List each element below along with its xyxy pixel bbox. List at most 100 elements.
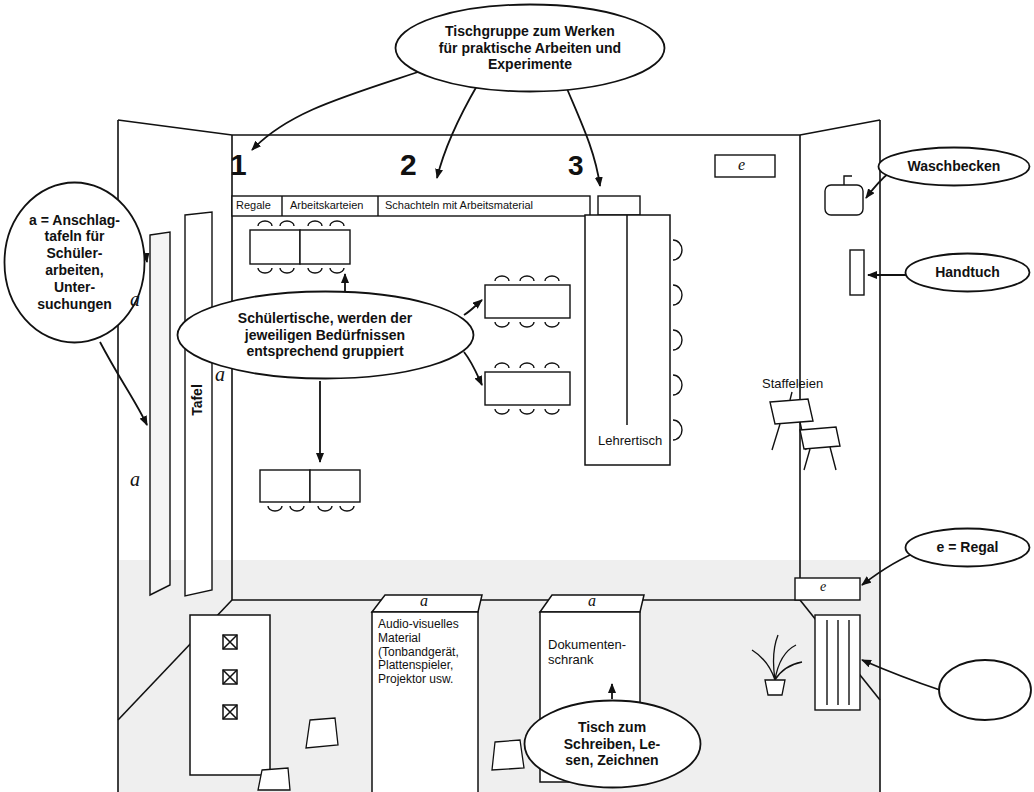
board-letter: a xyxy=(215,363,225,386)
cabinet-label: Dokumenten- schrank xyxy=(548,638,638,668)
easel-label: Staffeleien xyxy=(762,377,823,392)
callout-bubble: a = Anschlag- tafeln für Schüler- arbeit… xyxy=(3,181,146,344)
easels xyxy=(800,427,840,449)
area-number: 1 xyxy=(230,148,247,183)
leader-arrows xyxy=(565,84,600,186)
floor-chairs xyxy=(492,740,524,770)
room-walls xyxy=(118,120,232,135)
right-wall-furniture xyxy=(795,578,860,600)
bubble-text: Schülertische, werden der jeweiligen Bed… xyxy=(223,310,428,360)
area-number: 2 xyxy=(400,148,417,183)
student-desks xyxy=(485,285,570,318)
right-wall-furniture xyxy=(815,615,860,710)
av-cabinet xyxy=(372,595,482,792)
leader-arrows xyxy=(862,660,940,690)
floor-chairs xyxy=(306,718,338,748)
bubble-outline xyxy=(906,253,1030,291)
leader-arrows xyxy=(252,68,430,150)
teacher-desk xyxy=(585,215,670,465)
room-walls xyxy=(799,135,801,600)
sink-and-towel xyxy=(850,250,864,295)
board-label: Tafel xyxy=(189,384,205,416)
bubble-text-box: Tischgruppe zum Werken für praktische Ar… xyxy=(438,23,623,73)
leader-arrows xyxy=(464,352,482,385)
left-cabinet xyxy=(223,705,237,719)
leader-arrows xyxy=(866,172,890,198)
shelf-label: Schachteln mit Arbeitsmaterial xyxy=(385,199,533,212)
sink-and-towel xyxy=(825,176,864,295)
wall-boards xyxy=(150,212,212,596)
room-walls xyxy=(232,134,800,136)
leader-arrows xyxy=(437,84,478,178)
student-desks xyxy=(260,470,310,502)
bubble-text-box: Handtuch xyxy=(928,264,1008,281)
callout-bubble: e = Regal xyxy=(904,527,1031,568)
bubble-text: e = Regal xyxy=(928,539,1008,556)
right-wall-furniture xyxy=(827,620,849,705)
leader-arrows xyxy=(464,300,482,315)
bubble-text-box: Tisch zum Schreiben, Le- sen, Zeichnen xyxy=(553,719,671,769)
room-walls xyxy=(879,120,881,792)
wall-boards xyxy=(185,212,212,596)
sink-and-towel xyxy=(844,176,852,185)
left-cabinet xyxy=(223,635,237,649)
room-walls xyxy=(118,120,880,792)
sink-and-towel xyxy=(825,185,863,215)
shelf-band xyxy=(598,196,640,215)
bubble-text-box: a = Anschlag- tafeln für Schüler- arbeit… xyxy=(29,212,121,313)
teacher-desk xyxy=(585,215,670,465)
student-desks xyxy=(250,230,300,264)
bubble-outline xyxy=(396,5,665,92)
easels xyxy=(770,399,813,424)
student-desks xyxy=(485,372,570,405)
shelf-band xyxy=(377,196,378,216)
bubble-text: Waschbecken xyxy=(904,158,1004,175)
chairs xyxy=(268,506,354,511)
plant xyxy=(765,680,785,695)
wall-boards xyxy=(150,232,170,595)
left-cabinet xyxy=(190,615,270,775)
shelf-band xyxy=(715,155,775,177)
easels xyxy=(772,392,806,450)
bubble-text: Tisch zum Schreiben, Le- sen, Zeichnen xyxy=(553,719,671,769)
leader-arrows xyxy=(100,68,940,699)
bubble-text: Handtuch xyxy=(928,264,1008,281)
student-desks xyxy=(300,230,350,264)
callout-bubble: Waschbecken xyxy=(877,146,1031,187)
shelf-label: Arbeitskarteien xyxy=(290,199,363,212)
shelf-band xyxy=(232,155,775,216)
floor-chairs xyxy=(258,718,524,790)
easels xyxy=(804,447,836,470)
bubble-text-box: e = Regal xyxy=(928,539,1008,556)
empty-bubble xyxy=(939,660,1031,720)
bubble-outline xyxy=(524,701,700,788)
leader-arrows xyxy=(344,274,346,291)
student-desks xyxy=(310,470,360,502)
chairs xyxy=(495,322,559,327)
board-letter: a xyxy=(588,592,596,610)
shelf-band xyxy=(232,196,590,216)
left-cabinet xyxy=(190,615,270,775)
right-wall-furniture xyxy=(795,578,860,710)
board-letter: a xyxy=(130,288,140,311)
shelf-letter: e xyxy=(738,156,745,174)
board-letter: a xyxy=(130,468,140,491)
shelf-label: Regale xyxy=(236,199,271,212)
chairs xyxy=(495,276,559,281)
shelf-letter: e xyxy=(820,579,826,595)
leader-arrows xyxy=(611,684,613,699)
plant xyxy=(752,635,802,695)
chairs xyxy=(258,268,344,273)
left-cabinet xyxy=(223,635,237,649)
chairs xyxy=(495,363,559,368)
callout-bubble: Tischgruppe zum Werken für praktische Ar… xyxy=(394,3,666,93)
bubble-text: Tischgruppe zum Werken für praktische Ar… xyxy=(438,23,623,73)
board-letter: a xyxy=(420,592,428,610)
leader-arrows xyxy=(319,381,321,462)
bubble-text-box: Schülertische, werden der jeweiligen Bed… xyxy=(223,310,428,360)
bubble-text-box: Waschbecken xyxy=(904,158,1004,175)
chairs xyxy=(495,409,559,414)
callout-bubble: Handtuch xyxy=(904,252,1031,293)
shelf-band xyxy=(281,196,282,216)
